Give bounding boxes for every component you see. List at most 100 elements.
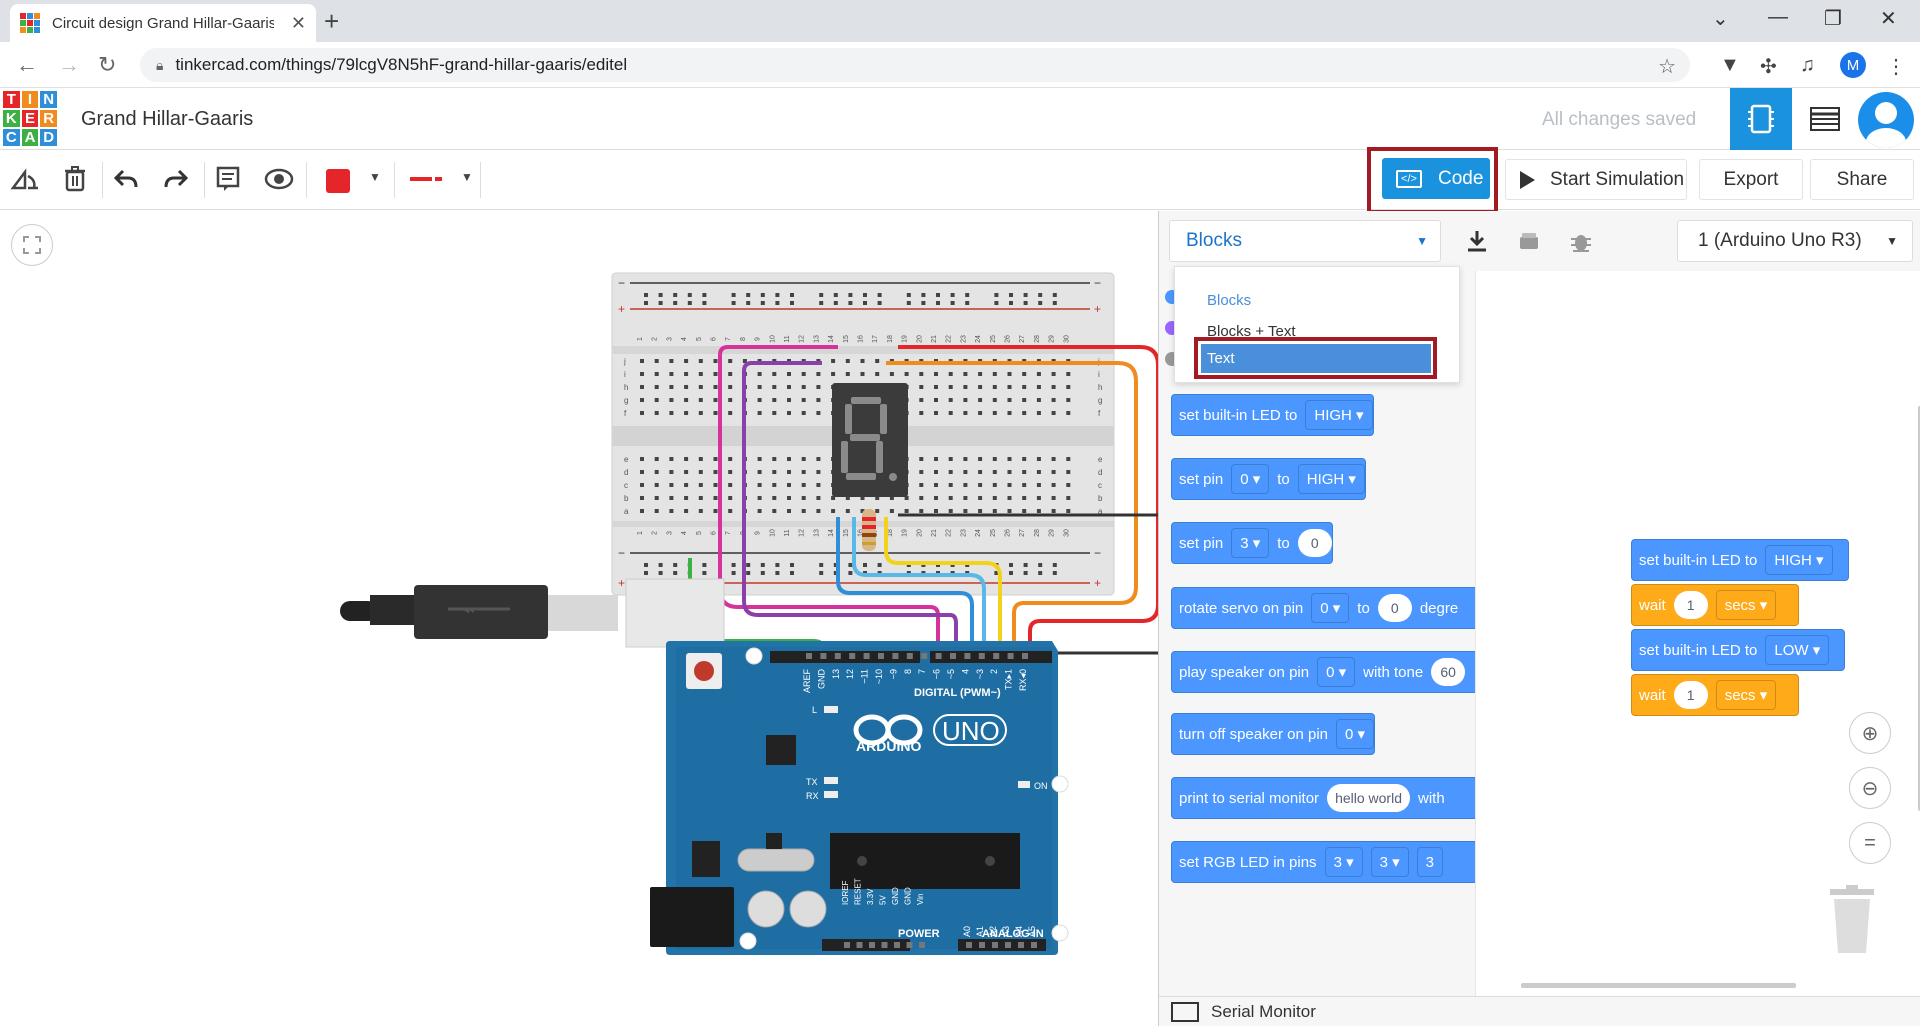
header-pin[interactable] bbox=[878, 653, 884, 659]
breadboard-hole[interactable] bbox=[1051, 411, 1056, 415]
breadboard-hole[interactable] bbox=[787, 457, 791, 461]
breadboard-hole[interactable] bbox=[757, 470, 762, 474]
breadboard-hole[interactable] bbox=[816, 496, 821, 500]
breadboard-hole[interactable] bbox=[698, 470, 703, 474]
rail-hole[interactable] bbox=[863, 563, 867, 567]
download-code-button[interactable] bbox=[1451, 220, 1503, 262]
rail-hole[interactable] bbox=[819, 293, 824, 297]
breadboard-hole[interactable] bbox=[742, 359, 747, 363]
breadboard-hole[interactable] bbox=[816, 483, 821, 487]
library-button[interactable] bbox=[1503, 220, 1555, 262]
header-pin[interactable] bbox=[993, 653, 1000, 659]
rail-hole[interactable] bbox=[819, 571, 824, 575]
breadboard-hole[interactable] bbox=[698, 385, 703, 389]
breadboard-hole[interactable] bbox=[948, 470, 953, 474]
breadboard-hole[interactable] bbox=[654, 496, 659, 500]
block-dropdown[interactable]: 3 ▾ bbox=[1370, 847, 1409, 877]
header-pin[interactable] bbox=[921, 653, 928, 659]
breadboard-hole[interactable] bbox=[1066, 496, 1071, 500]
wire-type-dropdown-caret-icon[interactable]: ▼ bbox=[461, 170, 473, 184]
breadboard-hole[interactable] bbox=[963, 496, 968, 500]
rail-hole[interactable] bbox=[746, 293, 751, 297]
rail-hole[interactable] bbox=[906, 301, 911, 305]
breadboard-hole[interactable] bbox=[1036, 372, 1041, 376]
breadboard-hole[interactable] bbox=[787, 398, 791, 402]
rail-hole[interactable] bbox=[994, 571, 999, 575]
breadboard-hole[interactable] bbox=[978, 470, 983, 474]
breadboard-hole[interactable] bbox=[772, 457, 777, 461]
breadboard-hole[interactable] bbox=[684, 457, 689, 461]
breadboard-hole[interactable] bbox=[728, 509, 733, 513]
breadboard-hole[interactable] bbox=[772, 509, 777, 513]
rail-hole[interactable] bbox=[673, 301, 678, 305]
reset-zoom-button[interactable]: = bbox=[1849, 822, 1891, 864]
breadboard-hole[interactable] bbox=[684, 483, 689, 487]
header-pin[interactable] bbox=[892, 653, 899, 659]
breadboard-hole[interactable] bbox=[1051, 470, 1056, 474]
breadboard-hole[interactable] bbox=[963, 457, 968, 461]
breadboard-hole[interactable] bbox=[1007, 372, 1012, 376]
breadboard-hole[interactable] bbox=[934, 457, 938, 461]
restore-icon[interactable]: ❐ bbox=[1824, 8, 1842, 30]
rail-hole[interactable] bbox=[658, 571, 663, 575]
rail-hole[interactable] bbox=[863, 293, 867, 297]
share-button[interactable]: Share bbox=[1810, 159, 1914, 200]
forward-icon[interactable]: → bbox=[58, 52, 80, 77]
breadboard-hole[interactable] bbox=[713, 509, 718, 513]
breadboard-hole[interactable] bbox=[1036, 509, 1041, 513]
breadboard-hole[interactable] bbox=[992, 457, 997, 461]
block-dropdown[interactable]: secs ▾ bbox=[1715, 680, 1777, 710]
breadboard-hole[interactable] bbox=[978, 483, 983, 487]
header-pin[interactable] bbox=[906, 942, 913, 948]
breadboard-hole[interactable] bbox=[963, 470, 968, 474]
breadboard-hole[interactable] bbox=[654, 372, 659, 376]
header-pin[interactable] bbox=[849, 653, 856, 659]
block-number-input[interactable]: 0 bbox=[1377, 594, 1412, 622]
breadboard-hole[interactable] bbox=[1007, 483, 1012, 487]
block-dropdown[interactable]: 3 ▾ bbox=[1231, 528, 1270, 558]
workspace-block-set-led-low[interactable]: set built-in LED to LOW ▾ bbox=[1631, 629, 1845, 671]
breadboard-hole[interactable] bbox=[684, 385, 689, 389]
breadboard-hole[interactable] bbox=[1066, 372, 1071, 376]
breadboard-hole[interactable] bbox=[1022, 411, 1027, 415]
notes-icon[interactable] bbox=[216, 166, 240, 192]
breadboard-hole[interactable] bbox=[1007, 457, 1012, 461]
breadboard-hole[interactable] bbox=[919, 385, 924, 389]
block-number-input[interactable]: 0 bbox=[1297, 529, 1332, 557]
rail-hole[interactable] bbox=[775, 571, 780, 575]
breadboard-hole[interactable] bbox=[713, 359, 718, 363]
minimize-icon[interactable]: — bbox=[1768, 6, 1788, 28]
palette-block-turn-off-speaker[interactable]: turn off speaker on pin 0 ▾ bbox=[1171, 713, 1376, 755]
breadboard-hole[interactable] bbox=[1066, 411, 1071, 415]
breadboard-hole[interactable] bbox=[1022, 470, 1027, 474]
breadboard-hole[interactable] bbox=[963, 509, 968, 513]
breadboard-hole[interactable] bbox=[875, 359, 880, 363]
breadboard-hole[interactable] bbox=[904, 496, 909, 500]
breadboard-hole[interactable] bbox=[684, 372, 689, 376]
rail-hole[interactable] bbox=[775, 293, 780, 297]
zoom-out-button[interactable]: ⊖ bbox=[1849, 767, 1891, 809]
circuit-view-button[interactable] bbox=[1730, 88, 1792, 150]
breadboard-hole[interactable] bbox=[992, 483, 997, 487]
block-number-input[interactable]: 1 bbox=[1673, 591, 1708, 619]
rail-hole[interactable] bbox=[1023, 571, 1028, 575]
breadboard-hole[interactable] bbox=[992, 470, 997, 474]
block-dropdown[interactable]: 3 bbox=[1416, 847, 1443, 877]
breadboard-hole[interactable] bbox=[698, 496, 703, 500]
rail-hole[interactable] bbox=[1009, 563, 1013, 567]
rail-hole[interactable] bbox=[1038, 563, 1043, 567]
wire-type-icon[interactable] bbox=[410, 174, 442, 184]
breadboard-hole[interactable] bbox=[713, 385, 718, 389]
breadboard-hole[interactable] bbox=[640, 483, 644, 487]
breadboard-hole[interactable] bbox=[640, 496, 644, 500]
breadboard-hole[interactable] bbox=[934, 372, 938, 376]
rail-hole[interactable] bbox=[877, 301, 882, 305]
breadboard-hole[interactable] bbox=[1007, 385, 1012, 389]
breadboard-hole[interactable] bbox=[1051, 483, 1056, 487]
breadboard-hole[interactable] bbox=[1022, 398, 1027, 402]
rail-hole[interactable] bbox=[819, 563, 824, 567]
window-close-icon[interactable]: ✕ bbox=[1880, 8, 1897, 30]
breadboard-hole[interactable] bbox=[1022, 457, 1027, 461]
trash-can-icon[interactable] bbox=[1826, 885, 1878, 955]
breadboard-hole[interactable] bbox=[1007, 470, 1012, 474]
